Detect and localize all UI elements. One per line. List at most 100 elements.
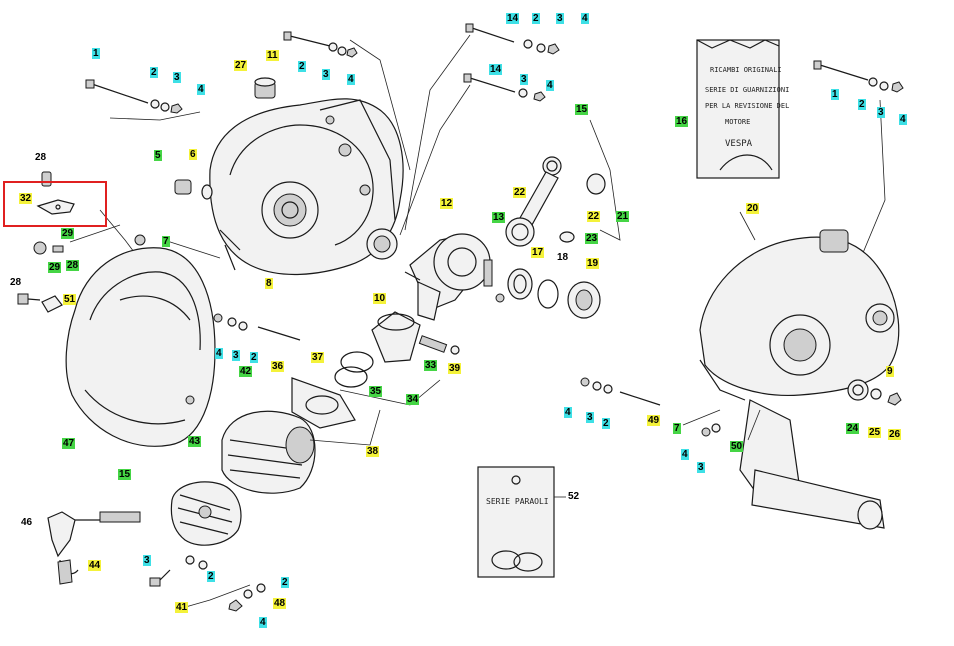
part-label: 18 bbox=[557, 252, 569, 263]
part-label: 29 bbox=[48, 262, 62, 273]
part-label: 22 bbox=[587, 211, 601, 222]
part-label: 25 bbox=[868, 427, 882, 438]
part-label: 19 bbox=[586, 258, 600, 269]
part-label: 4 bbox=[259, 617, 267, 628]
part-label: 2 bbox=[150, 67, 158, 78]
part-label: 33 bbox=[424, 360, 438, 371]
part-label: 21 bbox=[616, 211, 630, 222]
part-label: 2 bbox=[858, 99, 866, 110]
crankcase-right-half bbox=[699, 229, 900, 530]
bolt-set-49 bbox=[580, 377, 721, 437]
part-label: 26 bbox=[888, 429, 902, 440]
gasket-card-brand: VESPA bbox=[725, 139, 753, 149]
seal-card-title: SERIE PARAOLI bbox=[486, 497, 549, 506]
part-label: 48 bbox=[273, 598, 287, 609]
part-label: 3 bbox=[697, 462, 705, 473]
part-label: 32 bbox=[19, 193, 33, 204]
part-label: 49 bbox=[647, 415, 661, 426]
part-label: 34 bbox=[406, 394, 420, 405]
part-label: 3 bbox=[143, 555, 151, 566]
part-label: 1 bbox=[831, 89, 839, 100]
small-parts-left bbox=[17, 241, 64, 313]
part-label: 5 bbox=[154, 150, 162, 161]
crankshaft bbox=[366, 228, 505, 321]
part-label: 4 bbox=[215, 348, 223, 359]
part-label: 37 bbox=[311, 352, 325, 363]
highlight-box bbox=[3, 181, 107, 227]
part-label: 36 bbox=[271, 361, 285, 372]
part-label: 22 bbox=[513, 187, 527, 198]
part-label: 14 bbox=[489, 64, 503, 75]
part-label: 15 bbox=[575, 104, 589, 115]
bolt-set-top-center bbox=[283, 23, 560, 236]
part-label: 2 bbox=[602, 418, 610, 429]
part-label: 28 bbox=[10, 277, 22, 288]
part-label: 3 bbox=[520, 74, 528, 85]
part-label: 15 bbox=[118, 469, 132, 480]
part-label: 28 bbox=[66, 260, 80, 271]
part-label: 4 bbox=[546, 80, 554, 91]
part-label: 2 bbox=[532, 13, 540, 24]
flywheel-cover-47 bbox=[65, 234, 216, 447]
gasket-card-header: RICAMBI ORIGINALI bbox=[710, 66, 782, 74]
part-label: 20 bbox=[746, 203, 760, 214]
part-label: 16 bbox=[675, 116, 689, 127]
gasket-card-line2: PER LA REVISIONE DEL bbox=[705, 102, 789, 110]
part-label: 4 bbox=[347, 74, 355, 85]
part-label: 27 bbox=[234, 60, 248, 71]
part-label: 46 bbox=[21, 517, 33, 528]
part-label: 52 bbox=[568, 491, 580, 502]
part-label: 44 bbox=[88, 560, 102, 571]
seals-bearing-17-19 bbox=[507, 268, 601, 319]
bearing-27 bbox=[254, 77, 276, 99]
part-label: 4 bbox=[681, 449, 689, 460]
bolts-41-48 bbox=[149, 555, 266, 612]
part-label: 2 bbox=[250, 352, 258, 363]
seal-card: SERIE PARAOLI bbox=[477, 466, 566, 578]
spark-plug-cap-46 bbox=[47, 511, 141, 575]
part-label: 11 bbox=[266, 50, 279, 61]
cylinder-42 bbox=[221, 377, 381, 494]
part-label: 17 bbox=[531, 247, 545, 258]
part-label: 23 bbox=[585, 233, 599, 244]
bolt-set-left bbox=[85, 79, 201, 121]
part-label: 29 bbox=[61, 228, 75, 239]
part-label: 13 bbox=[492, 212, 506, 223]
gasket-card: RICAMBI ORIGINALI SERIE DI GUARNIZIONI P… bbox=[696, 39, 789, 179]
part-label: 7 bbox=[673, 423, 681, 434]
part-label: 4 bbox=[197, 84, 205, 95]
connecting-rod bbox=[505, 119, 621, 247]
part-label: 4 bbox=[899, 114, 907, 125]
part-label: 51 bbox=[63, 294, 77, 305]
part-label: 2 bbox=[207, 571, 215, 582]
gasket-card-line3: MOTORE bbox=[725, 118, 750, 126]
gasket-card-line1: SERIE DI GUARNIZIONI bbox=[705, 86, 789, 94]
part-label: 6 bbox=[189, 149, 197, 160]
part-label: 2 bbox=[298, 61, 306, 72]
part-label: 35 bbox=[369, 386, 383, 397]
part-label: 10 bbox=[373, 293, 387, 304]
part-label: 28 bbox=[35, 152, 47, 163]
part-44 bbox=[57, 559, 73, 585]
part-label: 1 bbox=[92, 48, 100, 59]
part-label: 4 bbox=[564, 407, 572, 418]
part-label: 2 bbox=[281, 577, 289, 588]
part-label: 14 bbox=[506, 13, 520, 24]
part-label: 50 bbox=[730, 441, 744, 452]
piston-assembly bbox=[334, 311, 460, 406]
part-label: 9 bbox=[886, 366, 894, 377]
part-label: 38 bbox=[366, 446, 380, 457]
bush-5-6 bbox=[174, 179, 213, 200]
part-label: 8 bbox=[265, 278, 273, 289]
part-label: 3 bbox=[556, 13, 564, 24]
part-label: 12 bbox=[440, 198, 454, 209]
part-label: 4 bbox=[581, 13, 589, 24]
part-label: 39 bbox=[448, 363, 462, 374]
crankcase-left-half bbox=[209, 98, 404, 276]
cylinder-head-43 bbox=[170, 481, 242, 546]
part-label: 3 bbox=[322, 69, 330, 80]
part-label: 3 bbox=[586, 412, 594, 423]
part-label: 7 bbox=[162, 236, 170, 247]
